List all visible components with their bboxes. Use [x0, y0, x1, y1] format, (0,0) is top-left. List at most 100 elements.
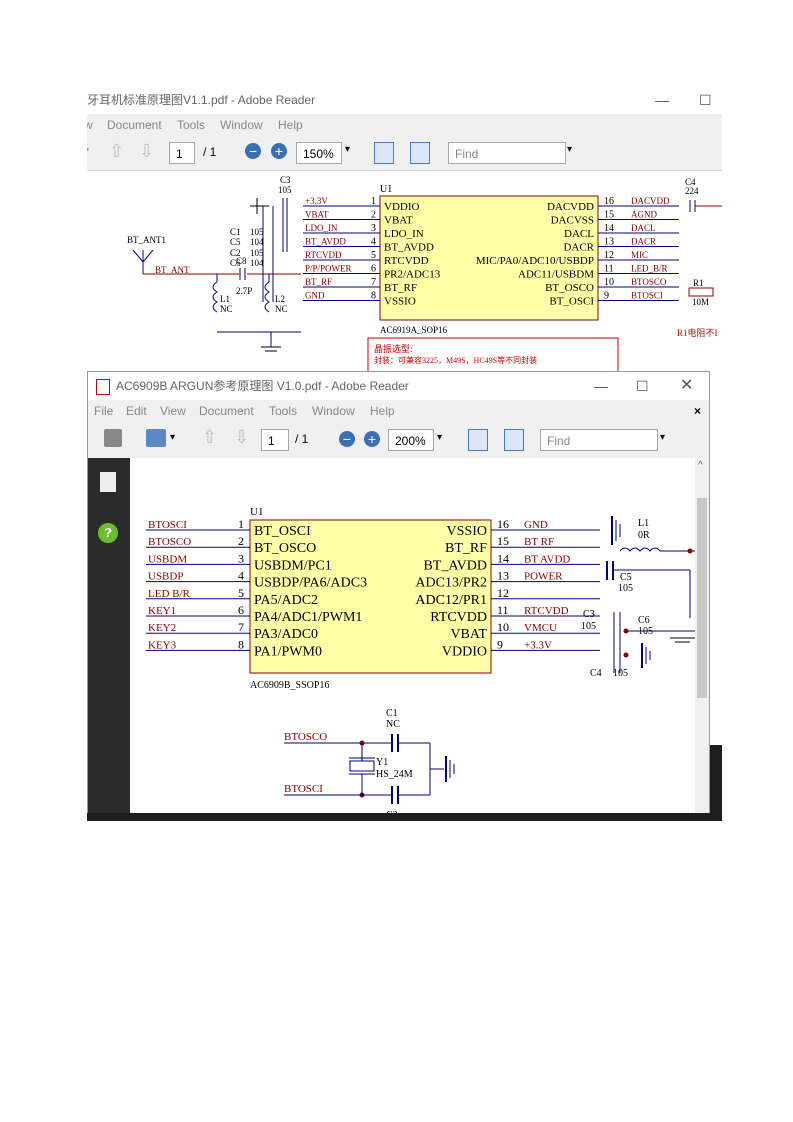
print-icon[interactable] [104, 429, 122, 447]
next-page-icon[interactable]: ⇩ [234, 427, 250, 447]
reader-window-background[interactable]: 牙耳机标准原理图V1.1.pdf - Adobe Reader — ☐ w Do… [87, 86, 722, 376]
pages-panel-icon[interactable] [100, 472, 116, 492]
page-number-input[interactable]: 1 [169, 142, 195, 164]
maximize-icon[interactable]: ☐ [699, 92, 712, 108]
find-input[interactable]: Find [540, 429, 658, 451]
vertical-scrollbar[interactable]: ^ [695, 458, 709, 820]
menu-view[interactable]: View [160, 404, 186, 418]
net-label: LED B/R [148, 588, 191, 600]
maximize-icon[interactable]: ☐ [636, 378, 649, 394]
zoom-field[interactable]: 150% [296, 142, 342, 164]
prev-page-icon[interactable]: ⇧ [109, 141, 125, 161]
pin-name: ADC11/USBDM [518, 269, 594, 281]
resistor-r1-icon [688, 287, 714, 297]
net-label: +3.3V [524, 639, 552, 651]
minimize-icon[interactable]: — [655, 92, 669, 108]
next-page-icon[interactable]: ⇩ [139, 141, 155, 161]
help-icon[interactable]: ? [98, 523, 118, 543]
pin-number: 2 [238, 534, 244, 548]
antenna-ref: BT_ANT1 [127, 235, 166, 245]
pin-number: 5 [371, 250, 376, 261]
pin-name: RTCVDD [430, 610, 487, 625]
zoom-dropdown-icon[interactable]: ▾ [345, 144, 351, 155]
pin-name: BT_OSCO [545, 282, 594, 294]
pin-name: VSSIO [384, 296, 416, 308]
net-label: P/P/POWER [305, 264, 352, 274]
minimize-icon[interactable]: — [594, 378, 608, 394]
r1-ref: R1 [693, 278, 704, 288]
menu-help[interactable]: Help [278, 118, 303, 132]
scroll-up-icon[interactable]: ^ [698, 460, 703, 471]
c3-val: 105 [278, 185, 292, 195]
find-dropdown-icon[interactable]: ▾ [660, 432, 666, 443]
net-label: AGND [631, 210, 657, 220]
pin-number: 1 [371, 196, 376, 207]
pin-number: 16 [604, 196, 614, 207]
menu-window[interactable]: Window [312, 404, 355, 418]
menu-document[interactable]: Document [107, 118, 162, 132]
menu-window[interactable]: Window [220, 118, 263, 132]
zoom-field[interactable]: 200% [388, 429, 434, 451]
zoom-in-icon[interactable]: + [364, 431, 380, 447]
fit-page-icon[interactable] [504, 429, 524, 451]
pin-number: 13 [604, 237, 614, 248]
menu-edit[interactable]: Edit [126, 404, 147, 418]
reader-window-foreground[interactable]: AC6909B ARGUN参考原理图 V1.0.pdf - Adobe Read… [87, 371, 710, 821]
close-document-icon[interactable]: × [694, 404, 702, 418]
zoom-out-icon[interactable]: − [339, 431, 355, 447]
net-label: KEY2 [148, 622, 176, 634]
scrollbar-thumb[interactable] [697, 498, 707, 698]
window2-title: AC6909B ARGUN参考原理图 V1.0.pdf - Adobe Read… [116, 379, 409, 393]
window1-title: 牙耳机标准原理图V1.1.pdf - Adobe Reader [87, 93, 316, 107]
net-label: +3.3V [305, 196, 328, 206]
ic-body-u1 [249, 519, 492, 674]
page-number-input[interactable]: 1 [261, 429, 289, 451]
background-strip [87, 813, 722, 821]
window1-titlebar: 牙耳机标准原理图V1.1.pdf - Adobe Reader — ☐ [87, 86, 722, 114]
window2-titlebar: AC6909B ARGUN参考原理图 V1.0.pdf - Adobe Read… [88, 372, 709, 400]
pin-name: BT_RF [445, 541, 487, 556]
menu-document[interactable]: Document [199, 404, 254, 418]
net-label: BTOSCI [148, 519, 187, 531]
net-label: POWER [524, 571, 563, 583]
zoom-out-icon[interactable]: − [245, 143, 261, 159]
net-label: KEY1 [148, 605, 176, 617]
c3-ref: C3 [280, 175, 291, 185]
pin-number: 1 [238, 517, 244, 531]
pin-number: 8 [371, 291, 376, 302]
menu-tools[interactable]: Tools [177, 118, 206, 132]
menu-help[interactable]: Help [370, 404, 395, 418]
find-dropdown-icon[interactable]: ▾ [567, 144, 573, 155]
c3-val: 105 [581, 621, 596, 632]
find-input[interactable]: Find [448, 142, 566, 164]
pin-name: BT_OSCI [254, 524, 311, 539]
menu-view-partial[interactable]: w [87, 118, 93, 132]
crystal-note-box [367, 337, 619, 376]
close-icon[interactable]: ✕ [680, 377, 694, 394]
fit-width-icon[interactable] [468, 429, 488, 451]
net-label: DACR [631, 237, 656, 247]
pin-number: 12 [604, 250, 614, 261]
prev-page-icon[interactable]: ⇧ [202, 427, 218, 447]
pin-name: VDDIO [442, 644, 487, 659]
pin-name: PA1/PWM0 [254, 644, 322, 659]
net-label: GND [305, 291, 325, 301]
c5-val: 105 [618, 583, 633, 594]
net-label: USBDP [148, 571, 183, 583]
inductor-l1-icon [212, 281, 218, 313]
share-dropdown-icon[interactable]: ▾ [170, 432, 176, 443]
share-icon[interactable] [146, 429, 166, 447]
pin-number: 7 [238, 620, 244, 634]
pin-number: 15 [604, 210, 614, 221]
l1-val: 0R [638, 530, 650, 541]
fit-width-icon[interactable] [374, 142, 394, 164]
zoom-dropdown-icon[interactable]: ▾ [437, 432, 443, 443]
net-label: VMCU [524, 622, 557, 634]
menu-tools[interactable]: Tools [269, 404, 298, 418]
zoom-in-icon[interactable]: + [271, 143, 287, 159]
menu-file[interactable]: File [94, 404, 114, 418]
fit-page-icon[interactable] [410, 142, 430, 164]
